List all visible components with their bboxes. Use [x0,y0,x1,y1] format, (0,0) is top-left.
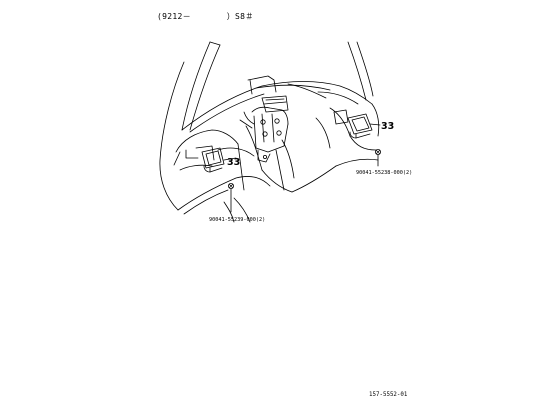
callout-part-right: 33 [381,121,394,132]
dashboard-body [173,103,380,223]
windshield-frame [159,41,374,211]
callout-part-left: 33 [227,157,240,168]
dashboard-top [181,75,373,133]
figure-code: 157-5552-01 [369,392,408,398]
left-vent-part [201,147,237,173]
header-range-start: (9212－ [157,12,191,21]
right-vent-part [333,109,381,139]
screw-left [227,182,234,213]
callout-bolt-left: 90041-55239-000(2) [209,217,265,223]
header-range-end: ）S8＃ [226,12,254,21]
header-range: (9212－ ）S8＃ [157,11,254,22]
callout-bolt-right: 90041-55238-000(2) [356,170,412,176]
screw-right [374,148,381,167]
center-console [239,95,289,163]
